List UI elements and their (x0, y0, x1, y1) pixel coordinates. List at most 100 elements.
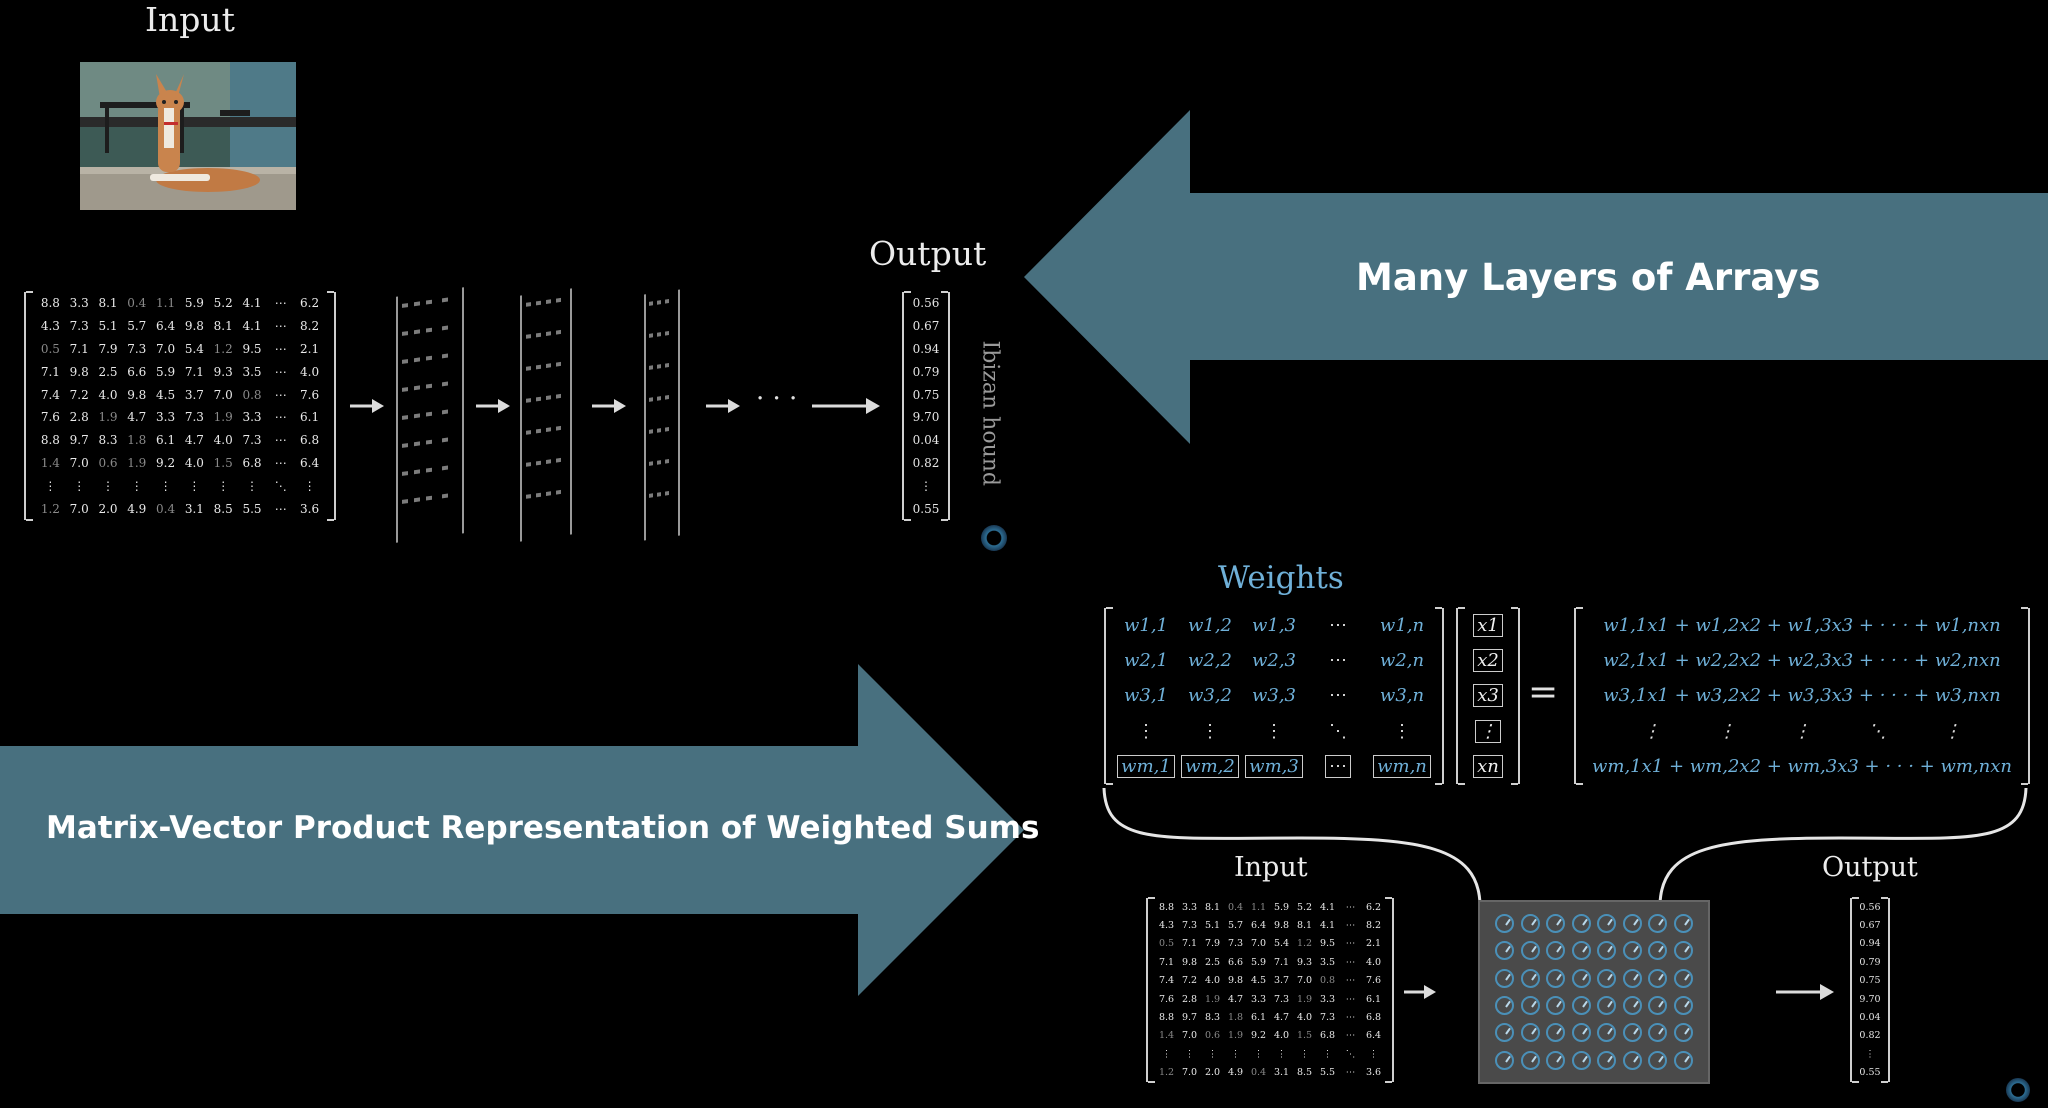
input-matrix-cell: 7.0 (1181, 1067, 1198, 1079)
input-matrix-cell: 8.5 (213, 501, 233, 516)
input-matrix-cell: 1.5 (1296, 1030, 1313, 1042)
input-matrix-cell: 7.3 (1273, 993, 1290, 1005)
weight-dial-icon (1495, 1023, 1515, 1043)
input-matrix-cell: 0.4 (156, 501, 176, 516)
input-matrix-cell: 7.3 (69, 319, 89, 334)
weight-dial-icon (1622, 968, 1642, 988)
input-matrix-cell: 0.6 (98, 455, 118, 470)
input-matrix-cell: 8.8 (1158, 1012, 1175, 1024)
input-matrix-cell: 1.1 (156, 296, 176, 311)
output-vector-cell: 9.70 (912, 410, 940, 425)
input-matrix-cell: 7.3 (1227, 938, 1244, 950)
input-matrix-cell: 5.7 (1227, 920, 1244, 932)
weight-entry: w1,1 (1123, 615, 1169, 637)
input-matrix-cell: 6.1 (156, 433, 176, 448)
weight-dial-icon (1597, 941, 1617, 961)
output-vector-cell: 0.56 (912, 296, 940, 311)
weight-dial-icon (1673, 996, 1693, 1016)
hidden-layer-2-entries (526, 297, 561, 499)
output-vector-cell: 0.82 (912, 455, 940, 470)
weight-entry: w3,2 (1187, 685, 1233, 707)
weight-dial-icon (1597, 1023, 1617, 1043)
weight-entry: ⋱ (1329, 720, 1347, 742)
weight-dial-icon (1546, 968, 1566, 988)
result-entry: wm,1x1 + wm,2x2 + wm,3x3 + · · · + wm,nx… (1591, 755, 2012, 777)
weight-dial-icon (1597, 914, 1617, 934)
input-matrix-cell: 4.0 (1365, 956, 1382, 968)
weight-dial-icon (1648, 914, 1668, 934)
input-matrix-cell: 3.5 (242, 364, 262, 379)
input-matrix-cell: 9.7 (69, 433, 89, 448)
input-matrix-cell: ⋯ (1345, 920, 1356, 932)
weight-dial-icon (1622, 996, 1642, 1016)
input-matrix-cell: 1.1 (1250, 901, 1267, 913)
weight-entry: w2,3 (1251, 650, 1297, 672)
weight-dial-icon (1673, 914, 1693, 934)
result-entry: ⋮ ⋮ ⋮ ⋱ ⋮ (1642, 720, 1962, 742)
input-matrix-cell: 9.8 (184, 319, 204, 334)
weight-dial-icon (1571, 1050, 1591, 1070)
input-matrix-cell: 2.5 (1204, 956, 1221, 968)
hidden-layer-2 (520, 288, 572, 542)
input-matrix-cell: 5.4 (184, 341, 204, 356)
input-matrix-cell: 6.8 (1365, 1012, 1382, 1024)
top-input-title: Input (145, 0, 235, 39)
input-matrix-cell: ⋯ (274, 319, 287, 334)
hidden-layer-3-entries (649, 299, 669, 498)
weight-dial-icon (1571, 1023, 1591, 1043)
top-flow-arrows (350, 398, 880, 414)
weights-title: Weights (1218, 560, 1344, 596)
input-matrix-cell: 7.9 (1204, 938, 1221, 950)
output-vector-cell: 0.94 (1859, 938, 1881, 950)
input-matrix-cell: 9.8 (69, 364, 89, 379)
input-matrix-cell: 4.3 (1158, 920, 1175, 932)
input-matrix-cell: 8.1 (1204, 901, 1221, 913)
weight-entry: w1,3 (1251, 615, 1297, 637)
input-matrix-cell: 7.0 (156, 341, 176, 356)
input-matrix-cell: 4.7 (127, 410, 147, 425)
input-matrix-cell: 9.8 (1273, 920, 1290, 932)
output-vector-cell: 0.94 (912, 341, 940, 356)
weight-dial-icon (1571, 968, 1591, 988)
input-matrix-cell: 7.1 (1158, 956, 1175, 968)
weight-dial-icon (1597, 1050, 1617, 1070)
weight-entry: ⋮ (1137, 720, 1155, 742)
input-matrix-cell: 6.8 (300, 433, 320, 448)
input-matrix-cell: 8.3 (98, 433, 118, 448)
weight-entry: ⋯ (1329, 685, 1347, 707)
input-matrix-cell: 7.3 (1319, 1012, 1336, 1024)
bottom-output-title: Output (1822, 852, 1918, 883)
x-entry: xn (1473, 754, 1503, 778)
input-matrix-cell: ⋯ (1345, 993, 1356, 1005)
input-matrix-cell: 7.0 (69, 455, 89, 470)
input-matrix-cell: 9.3 (1296, 956, 1313, 968)
input-matrix-cell: 9.8 (1227, 975, 1244, 987)
input-matrix-cell: 5.2 (1296, 901, 1313, 913)
matrix-vector-text: Matrix-Vector Product Representation of … (46, 810, 1040, 846)
weight-dial-icon (1673, 941, 1693, 961)
input-matrix-cell: 5.7 (127, 319, 147, 334)
input-matrix-cell: 4.7 (184, 433, 204, 448)
many-layers-text: Many Layers of Arrays (1356, 256, 1821, 299)
input-matrix-cell: 7.6 (1365, 975, 1382, 987)
input-matrix-cell: ⋮ (1299, 1048, 1310, 1060)
weight-dial-icon (1520, 996, 1540, 1016)
input-matrix-cell: 4.1 (242, 319, 262, 334)
x-entry: x3 (1473, 684, 1503, 708)
input-matrix-cell: 6.6 (127, 364, 147, 379)
input-matrix-cell: ⋱ (1345, 1048, 1356, 1060)
input-matrix-cell: ⋯ (274, 387, 287, 402)
input-matrix-cell: ⋯ (274, 433, 287, 448)
input-matrix-cell: 3.5 (1319, 956, 1336, 968)
input-matrix-cell: 8.1 (213, 319, 233, 334)
input-matrix-cell: 7.3 (127, 341, 147, 356)
weight-dial-icon (1495, 968, 1515, 988)
input-matrix-cell: 7.6 (300, 387, 320, 402)
weight-dial-icon (1495, 996, 1515, 1016)
output-vector-cell: ⋮ (920, 478, 932, 493)
weight-dial-icon (1597, 968, 1617, 988)
input-matrix-cell: ⋯ (1345, 1030, 1356, 1042)
input-matrix-cell: 4.7 (1273, 1012, 1290, 1024)
